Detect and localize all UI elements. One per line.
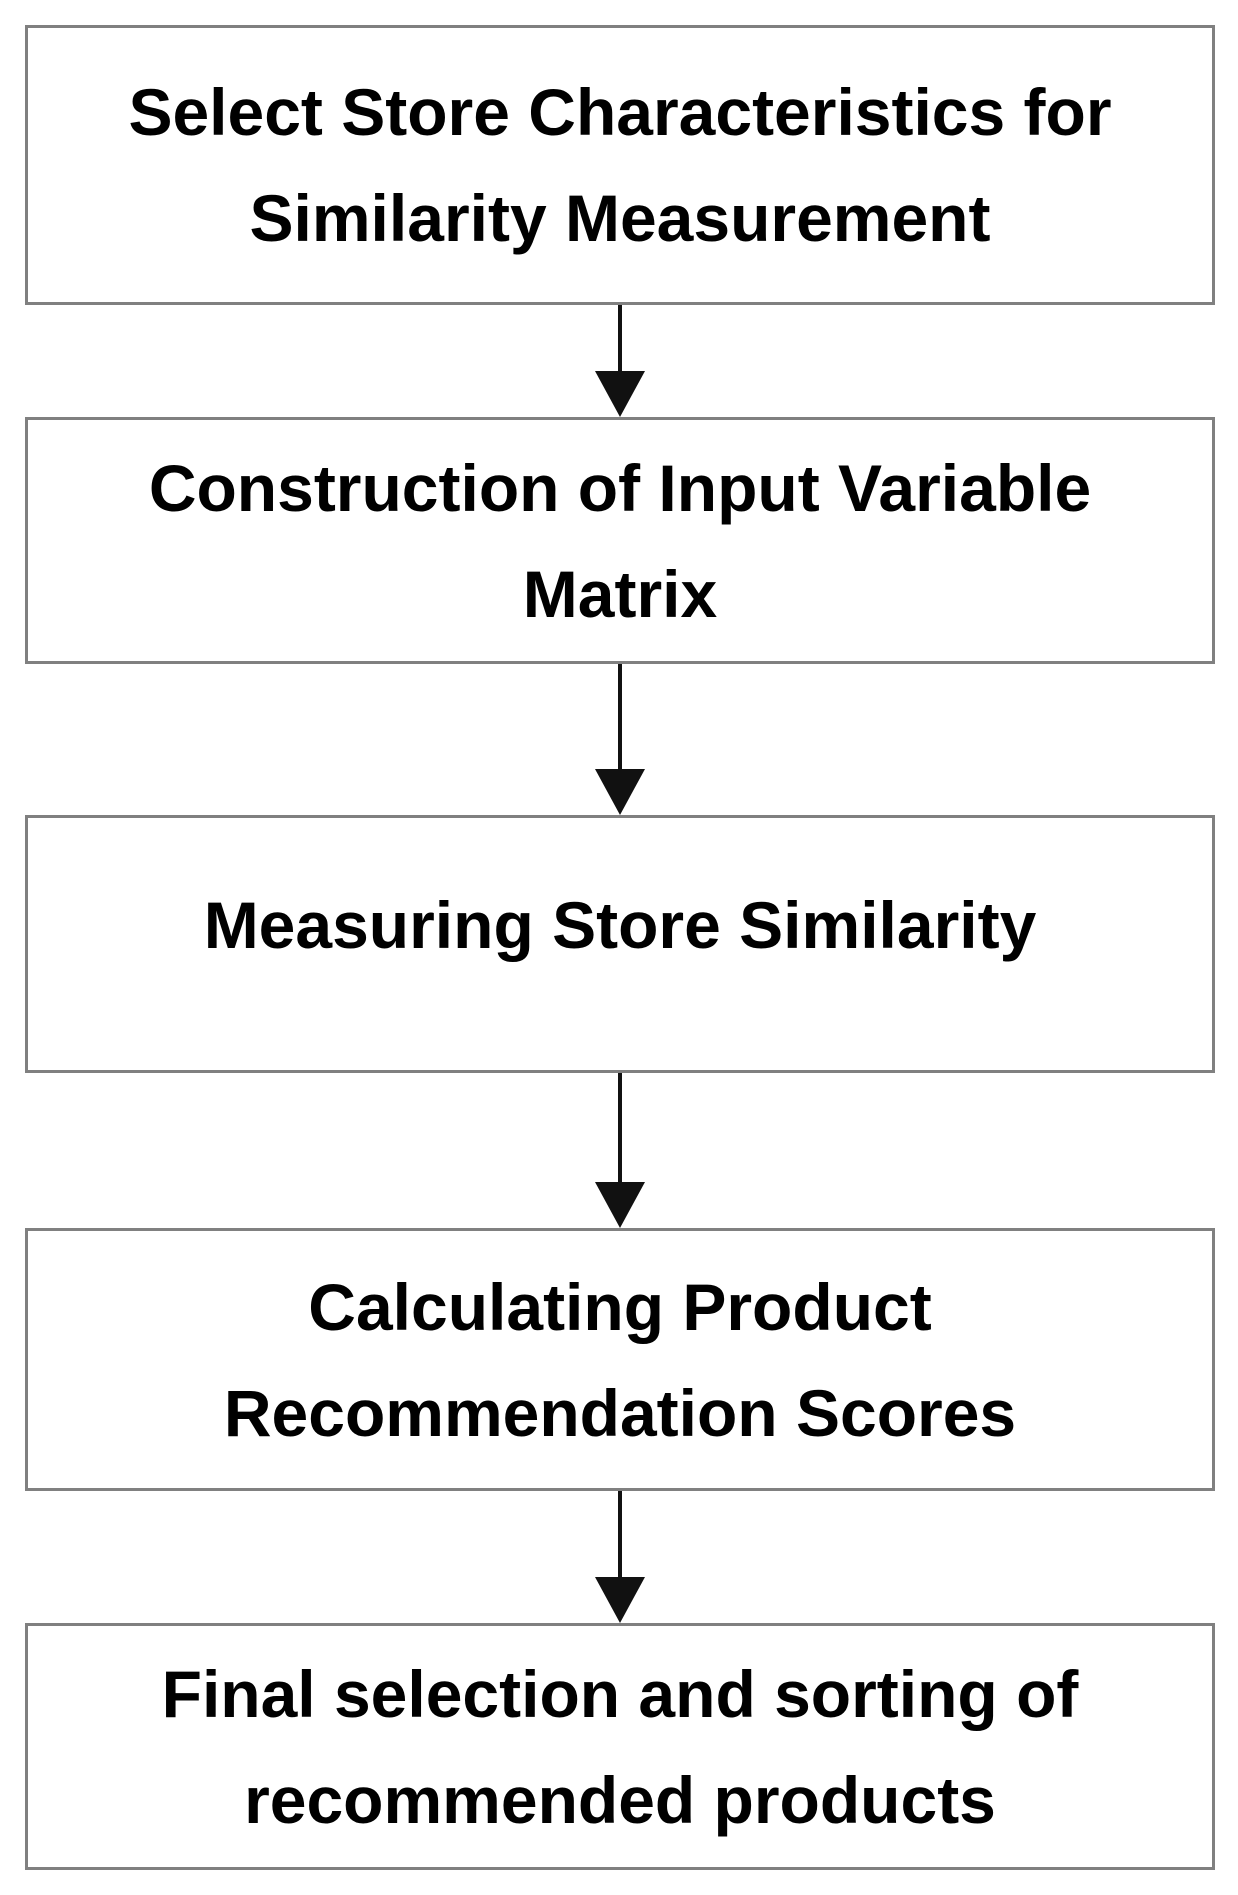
step-calculating-product-recommendation-scores: Calculating Product Recommendation Score…: [25, 1228, 1215, 1491]
step-final-selection-sorting: Final selection and sorting of recommend…: [25, 1623, 1215, 1870]
arrow-shaft: [618, 664, 622, 769]
step-label-line: Construction of Input Variable: [148, 450, 1092, 525]
step-select-store-characteristics: Select Store Characteristics for Similar…: [25, 25, 1215, 305]
step-label-line: Calculating Product: [308, 1269, 932, 1344]
arrow-head: [595, 769, 645, 815]
step-label-line: recommended products: [244, 1762, 996, 1837]
arrow-down-icon: [595, 1491, 645, 1623]
arrow-shaft: [618, 1073, 622, 1182]
arrow-down-icon: [595, 664, 645, 815]
step-label-line: Matrix: [522, 556, 718, 631]
step-label-line: Select Store Characteristics for: [128, 75, 1112, 149]
arrow-shaft: [618, 305, 622, 371]
step-label-line: Measuring Store Similarity: [203, 888, 1037, 962]
arrow-head: [595, 1577, 645, 1623]
arrow-down-icon: [595, 1073, 645, 1228]
step-label-line: Recommendation Scores: [223, 1375, 1017, 1450]
arrow-shaft: [618, 1491, 622, 1577]
step-construction-input-variable-matrix: Construction of Input Variable Matrix: [25, 417, 1215, 664]
arrow-down-icon: [595, 305, 645, 417]
arrow-head: [595, 1182, 645, 1228]
step-measuring-store-similarity: Measuring Store Similarity: [25, 815, 1215, 1073]
step-label-line: Similarity Measurement: [249, 181, 991, 255]
arrow-head: [595, 371, 645, 417]
step-label-line: Final selection and sorting of: [161, 1656, 1079, 1731]
